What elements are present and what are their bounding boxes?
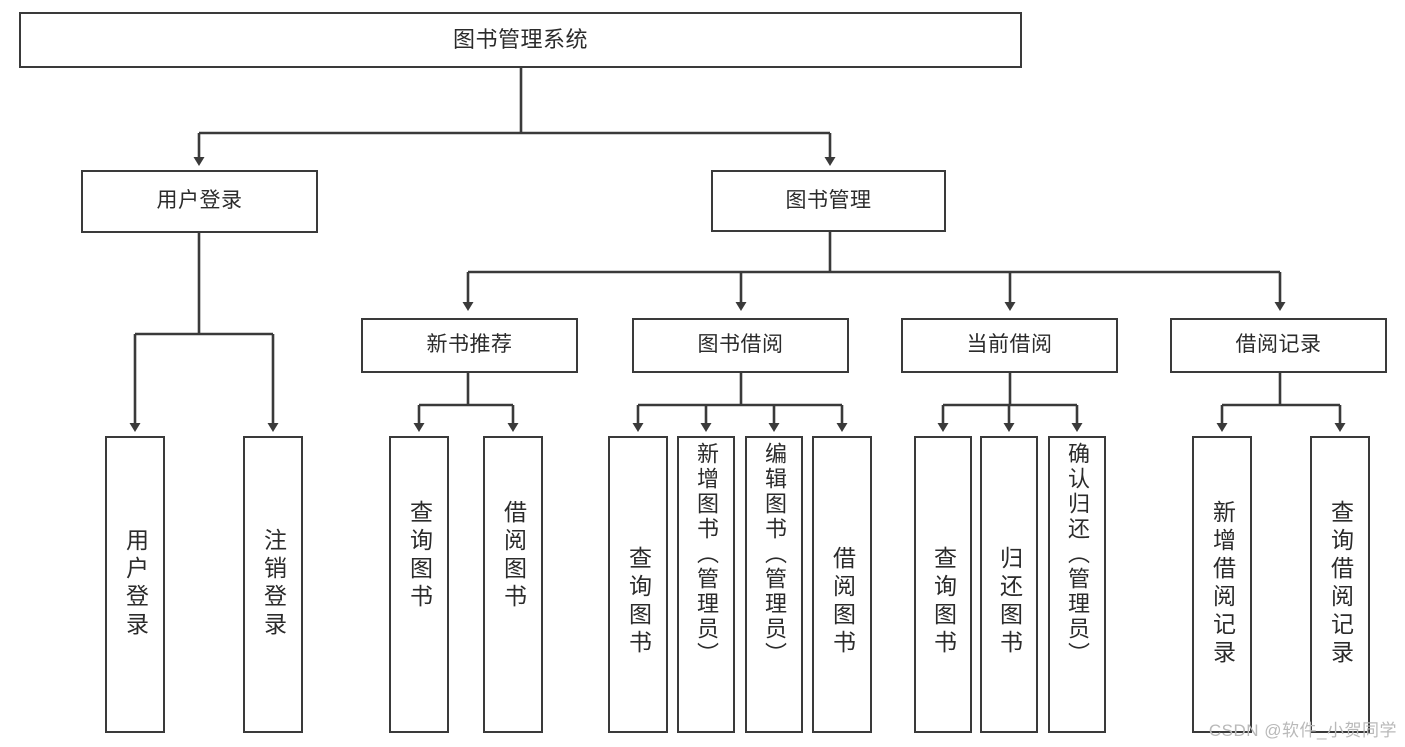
node-label: 查询图书 [406, 500, 433, 612]
leaf-confirm-return-admin[interactable]: 确认归还（管理员） [1048, 436, 1106, 733]
node-label: 新增借阅记录 [1209, 500, 1236, 668]
node-label: 编辑图书（管理员） [762, 442, 787, 667]
node-label: 图书管理 [785, 188, 872, 212]
node-label: 借阅记录 [1235, 333, 1322, 357]
leaf-logout[interactable]: 注销登录 [243, 436, 303, 733]
leaf-add-borrow-record[interactable]: 新增借阅记录 [1192, 436, 1252, 733]
node-label: 借阅图书 [829, 546, 856, 658]
node-user-login[interactable]: 用户登录 [81, 170, 318, 233]
node-borrow-record[interactable]: 借阅记录 [1170, 318, 1387, 373]
node-label: 新书推荐 [426, 333, 513, 357]
node-label: 确认归还（管理员） [1065, 442, 1090, 667]
leaf-user-login[interactable]: 用户登录 [105, 436, 165, 733]
node-label: 当前借阅 [966, 333, 1053, 357]
node-label: 图书管理系统 [452, 27, 588, 53]
leaf-borrow-book-recommend[interactable]: 借阅图书 [483, 436, 543, 733]
leaf-query-borrow-record[interactable]: 查询借阅记录 [1310, 436, 1370, 733]
leaf-return-book[interactable]: 归还图书 [980, 436, 1038, 733]
node-label: 用户登录 [156, 189, 243, 213]
leaf-query-book-recommend[interactable]: 查询图书 [389, 436, 449, 733]
node-current-borrow[interactable]: 当前借阅 [901, 318, 1118, 373]
node-label: 借阅图书 [500, 500, 527, 612]
leaf-edit-book-admin[interactable]: 编辑图书（管理员） [745, 436, 803, 733]
leaf-add-book-admin[interactable]: 新增图书（管理员） [677, 436, 735, 733]
node-new-book-recommend[interactable]: 新书推荐 [361, 318, 578, 373]
node-book-borrow[interactable]: 图书借阅 [632, 318, 849, 373]
node-root-system[interactable]: 图书管理系统 [19, 12, 1022, 68]
leaf-query-book-current[interactable]: 查询图书 [914, 436, 972, 733]
node-label: 用户登录 [122, 528, 149, 640]
node-label: 归还图书 [996, 546, 1023, 658]
node-label: 查询图书 [625, 546, 652, 658]
watermark: CSDN @软件_小贺同学 [1208, 721, 1397, 740]
node-book-management[interactable]: 图书管理 [711, 170, 946, 232]
node-label: 查询图书 [930, 546, 957, 658]
leaf-query-book-borrow[interactable]: 查询图书 [608, 436, 668, 733]
leaf-borrow-book[interactable]: 借阅图书 [812, 436, 872, 733]
node-label: 新增图书（管理员） [694, 442, 719, 667]
node-label: 注销登录 [260, 528, 287, 640]
node-label: 查询借阅记录 [1327, 500, 1354, 668]
node-label: 图书借阅 [697, 333, 784, 357]
